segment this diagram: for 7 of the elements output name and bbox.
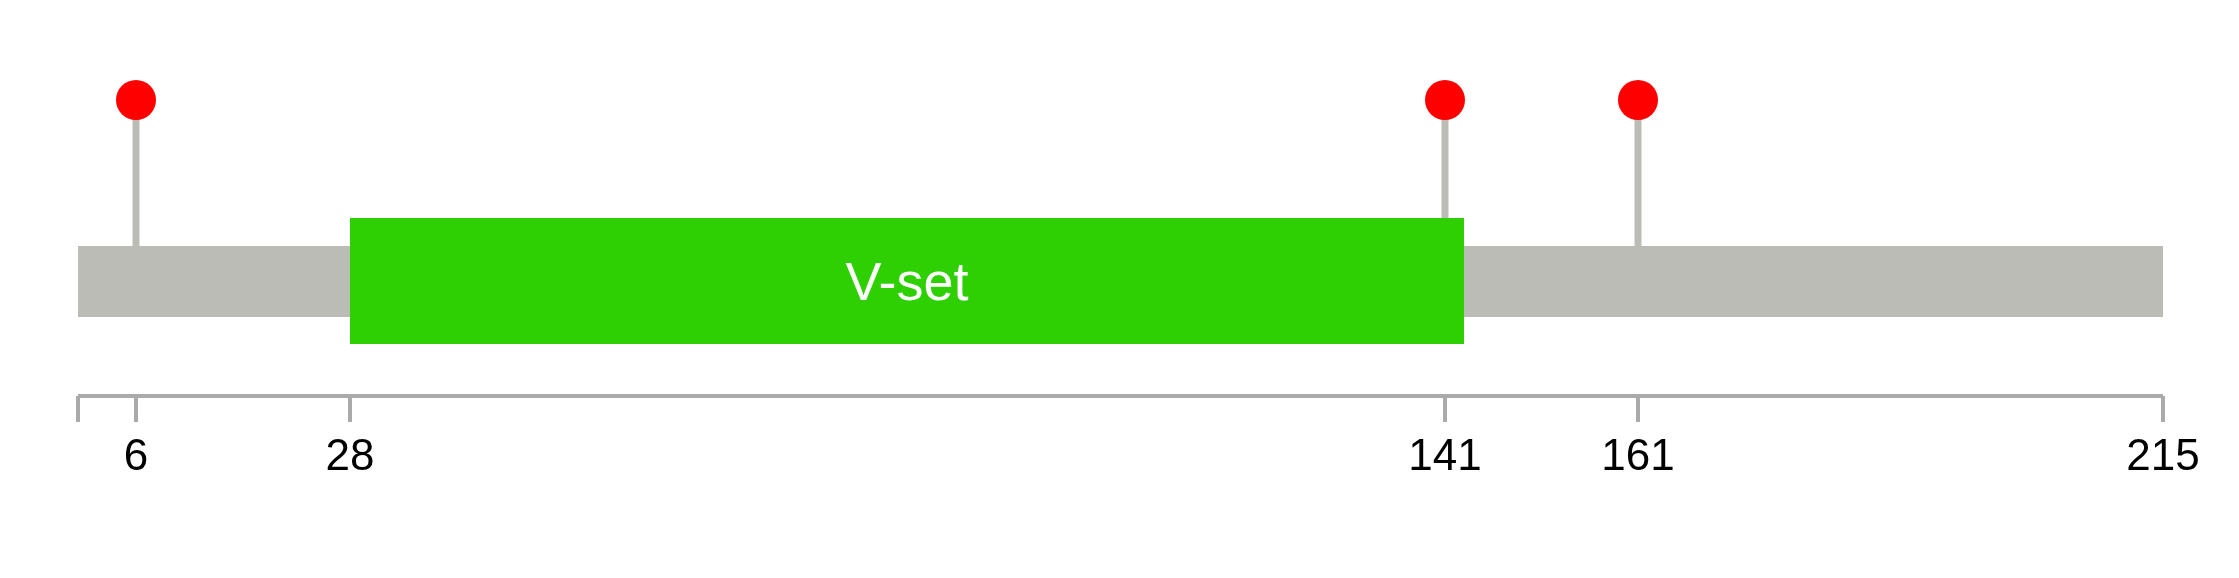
domain-box xyxy=(350,218,1464,344)
tick-label: 161 xyxy=(1601,430,1675,480)
domain-label: V-set xyxy=(845,250,969,312)
tick-label: 215 xyxy=(2126,430,2200,480)
tick-label: 141 xyxy=(1408,430,1482,480)
tick-label: 28 xyxy=(325,430,375,480)
tick-label: 6 xyxy=(123,430,149,480)
